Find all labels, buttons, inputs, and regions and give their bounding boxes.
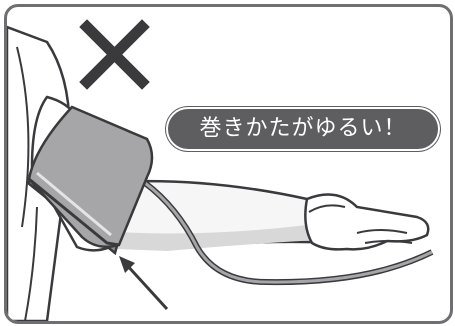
illustration-frame: 巻きかたがゆるい！ (4, 4, 453, 324)
x-mark-icon (87, 27, 142, 82)
hand (305, 195, 428, 250)
gap-arrow-line (125, 263, 167, 309)
cuff-illustration (7, 7, 450, 321)
warning-label: 巻きかたがゆるい！ (166, 107, 440, 151)
